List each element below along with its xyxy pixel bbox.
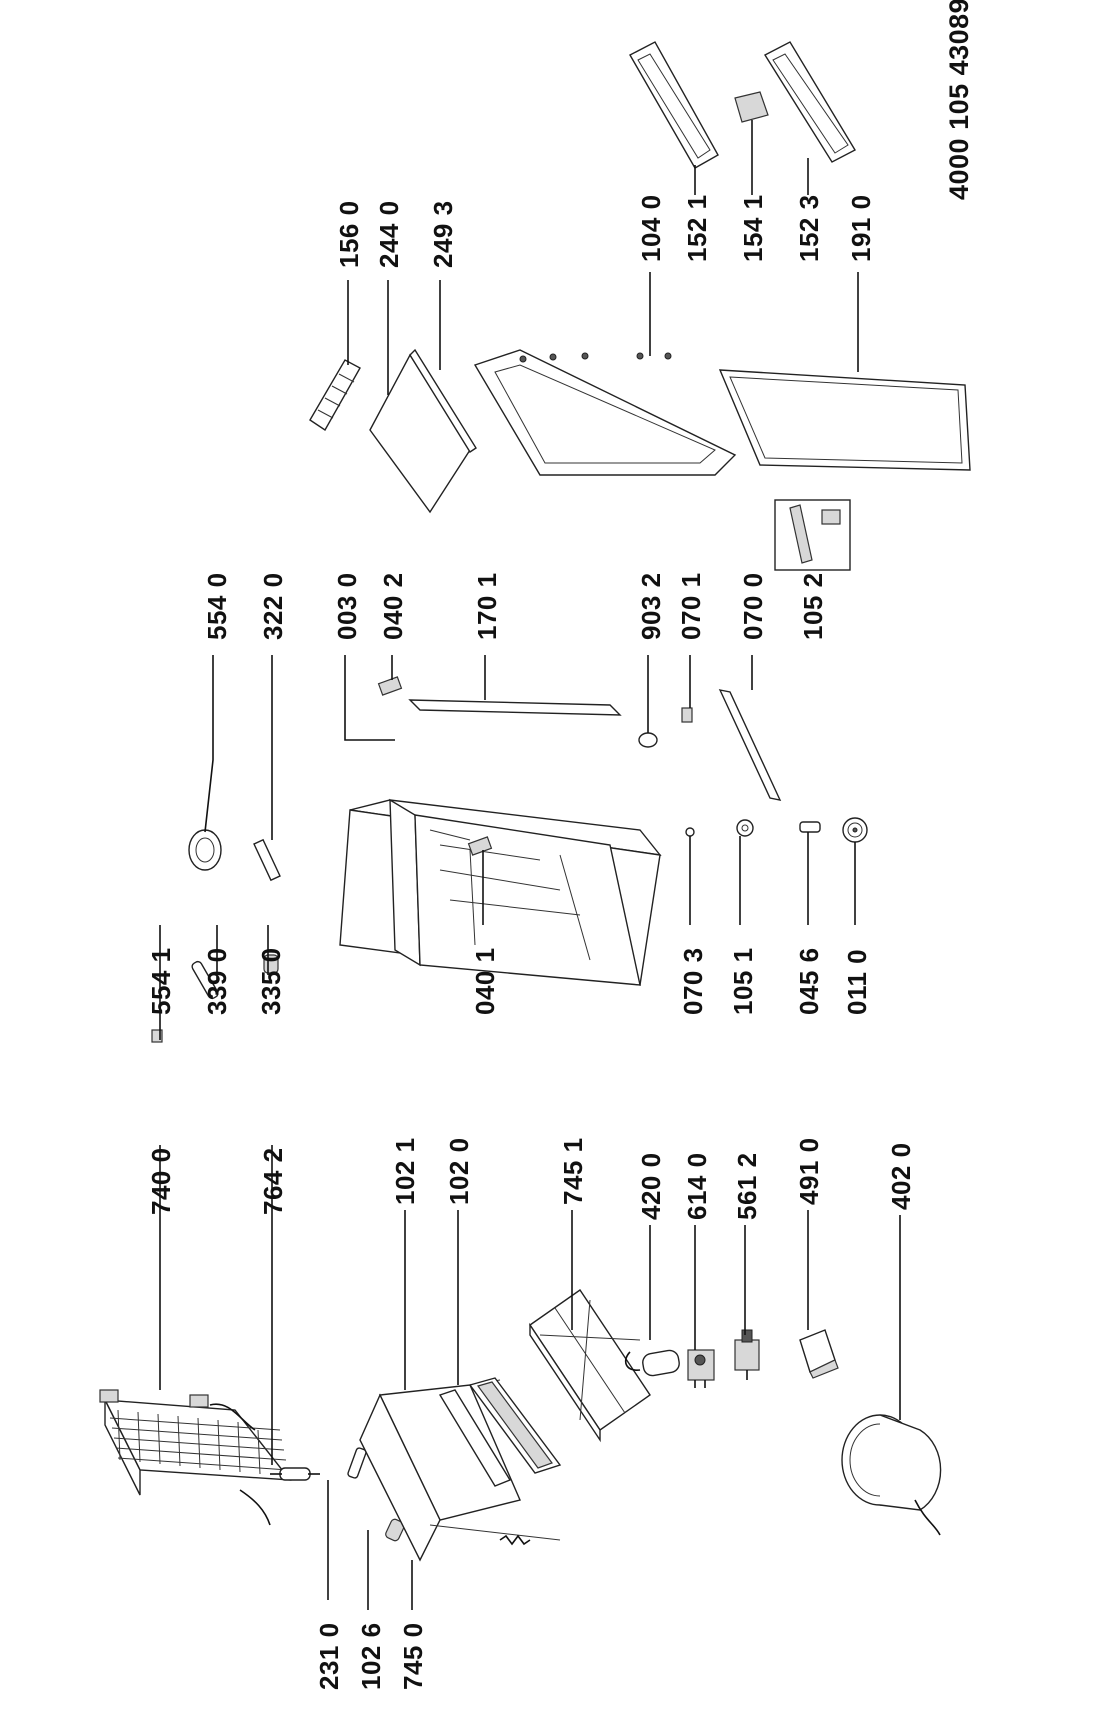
callout-102-6: 102 6	[356, 1622, 386, 1690]
callout-170-1: 170 1	[472, 572, 502, 640]
callout-011-0: 011 0	[842, 949, 872, 1015]
callout-105-1: 105 1	[728, 947, 758, 1015]
callout-420-0: 420 0	[636, 1152, 666, 1220]
callout-070-3: 070 3	[678, 947, 708, 1015]
lower-hinge-part	[467, 836, 493, 856]
callout-322-0: 322 0	[258, 572, 288, 640]
callout-614-0: 614 0	[682, 1152, 712, 1220]
callout-249-3: 249 3	[428, 200, 458, 268]
callout-191-0: 191 0	[846, 194, 876, 262]
upper-hinge-part	[377, 676, 403, 696]
callout-335-0: 335 0	[256, 947, 286, 1015]
foot-part	[638, 732, 658, 748]
callout-105-2: 105 2	[798, 572, 828, 640]
support-bar-part	[718, 689, 782, 801]
capillary-part	[347, 1447, 367, 1479]
filter-drier-part	[270, 1467, 320, 1481]
lamp-holder-part	[151, 1029, 163, 1043]
callout-102-0: 102 0	[444, 1137, 474, 1205]
spacer-part	[736, 819, 754, 837]
capacitor-part	[624, 1349, 680, 1377]
compressor-part	[841, 1414, 942, 1536]
callout-402-0: 402 0	[886, 1142, 916, 1210]
temperature-probe-part	[191, 960, 219, 1000]
callout-745-1: 745 1	[558, 1137, 588, 1205]
light-cover-part	[188, 829, 222, 871]
shelf-rod-part	[253, 838, 281, 882]
callout-102-1: 102 1	[390, 1137, 420, 1205]
callout-231-0: 231 0	[314, 1622, 344, 1690]
pin-part	[799, 821, 821, 833]
bracket-clip-part	[681, 707, 693, 723]
callout-003-0: 003 0	[332, 572, 362, 640]
starter-relay-part	[687, 1349, 715, 1388]
mounting-bracket-part	[799, 1329, 839, 1379]
freezer-tray-part	[529, 1289, 651, 1443]
callout-152-3: 152 3	[794, 194, 824, 262]
document-number: 4000 105 43089	[944, 0, 974, 200]
top-trim-strip-part	[408, 699, 622, 716]
callout-045-6: 045 6	[794, 947, 824, 1015]
callout-554-0: 554 0	[202, 572, 232, 640]
callout-040-2: 040 2	[378, 572, 408, 640]
door-shelf-upper-part	[629, 41, 719, 169]
callout-339-0: 339 0	[202, 947, 232, 1015]
parts-inset-box	[774, 499, 851, 571]
evaporator-plate-part	[359, 1379, 561, 1562]
grommet-part	[385, 1518, 405, 1542]
glass-shelf-part	[369, 348, 477, 514]
screw-part	[685, 827, 695, 837]
callout-154-1: 154 1	[738, 194, 768, 262]
grille-disc-part	[842, 817, 868, 843]
callout-554-1: 554 1	[146, 947, 176, 1015]
callout-104-0: 104 0	[636, 194, 666, 262]
callout-070-0: 070 0	[738, 572, 768, 640]
door-part	[473, 349, 737, 476]
callout-561-2: 561 2	[732, 1152, 762, 1220]
thermostat-part	[734, 1329, 760, 1380]
callout-740-0: 740 0	[146, 1147, 176, 1215]
ice-tray-part	[309, 359, 361, 432]
callout-764-2: 764 2	[258, 1147, 288, 1215]
callout-745-0: 745 0	[398, 1622, 428, 1690]
drip-tray-part	[438, 1377, 562, 1487]
callout-152-1: 152 1	[682, 194, 712, 262]
door-clip-part	[734, 91, 769, 123]
door-shelf-lower-part	[764, 41, 856, 163]
callout-040-1: 040 1	[470, 947, 500, 1015]
door-gasket-part	[718, 369, 971, 471]
callout-156-0: 156 0	[334, 200, 364, 268]
callout-491-0: 491 0	[794, 1137, 824, 1205]
callout-903-2: 903 2	[636, 572, 666, 640]
condenser-coil-part	[99, 1389, 292, 1526]
leader-lines	[159, 120, 901, 1610]
callout-244-0: 244 0	[374, 200, 404, 268]
cabinet-part	[339, 798, 662, 986]
callout-070-1: 070 1	[676, 572, 706, 640]
